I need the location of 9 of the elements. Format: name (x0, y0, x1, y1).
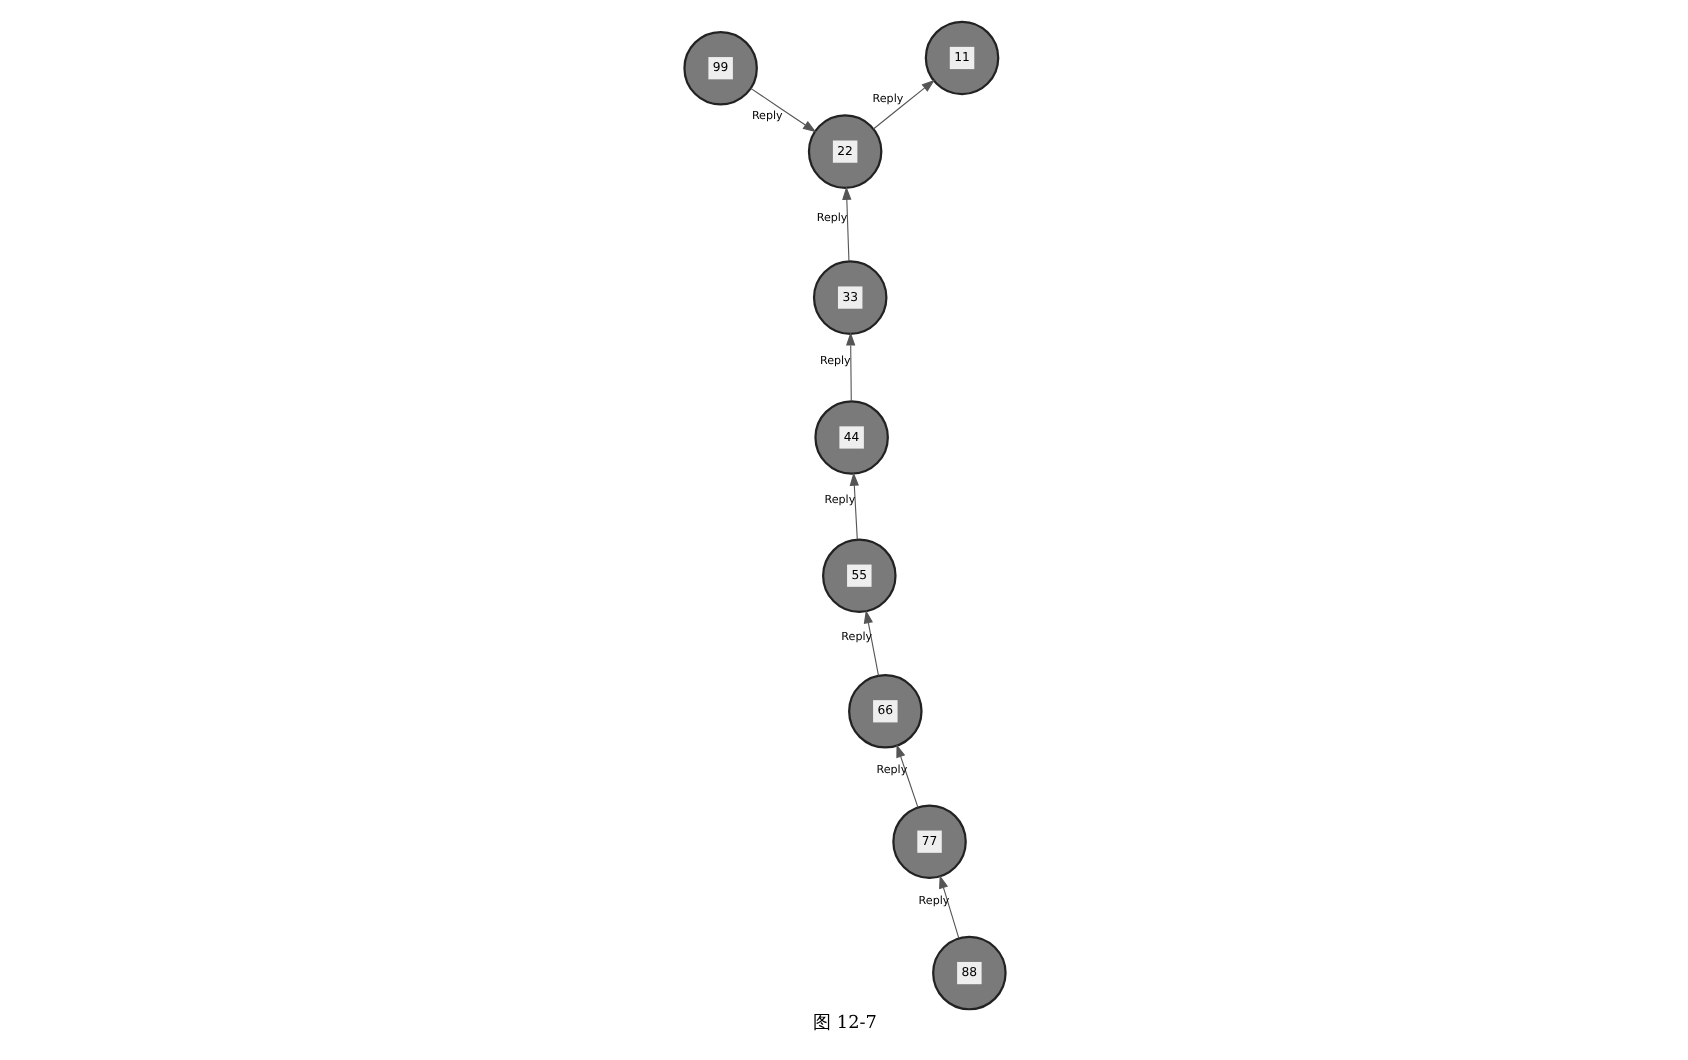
arrow (749, 87, 816, 133)
caption: 图 12-7 (812, 1013, 876, 1034)
arrow (895, 744, 918, 808)
arrow (848, 472, 858, 540)
arrow (862, 609, 879, 677)
arrow (871, 79, 934, 130)
arrow (841, 186, 851, 262)
arrow (938, 875, 959, 939)
arrow (845, 332, 855, 402)
